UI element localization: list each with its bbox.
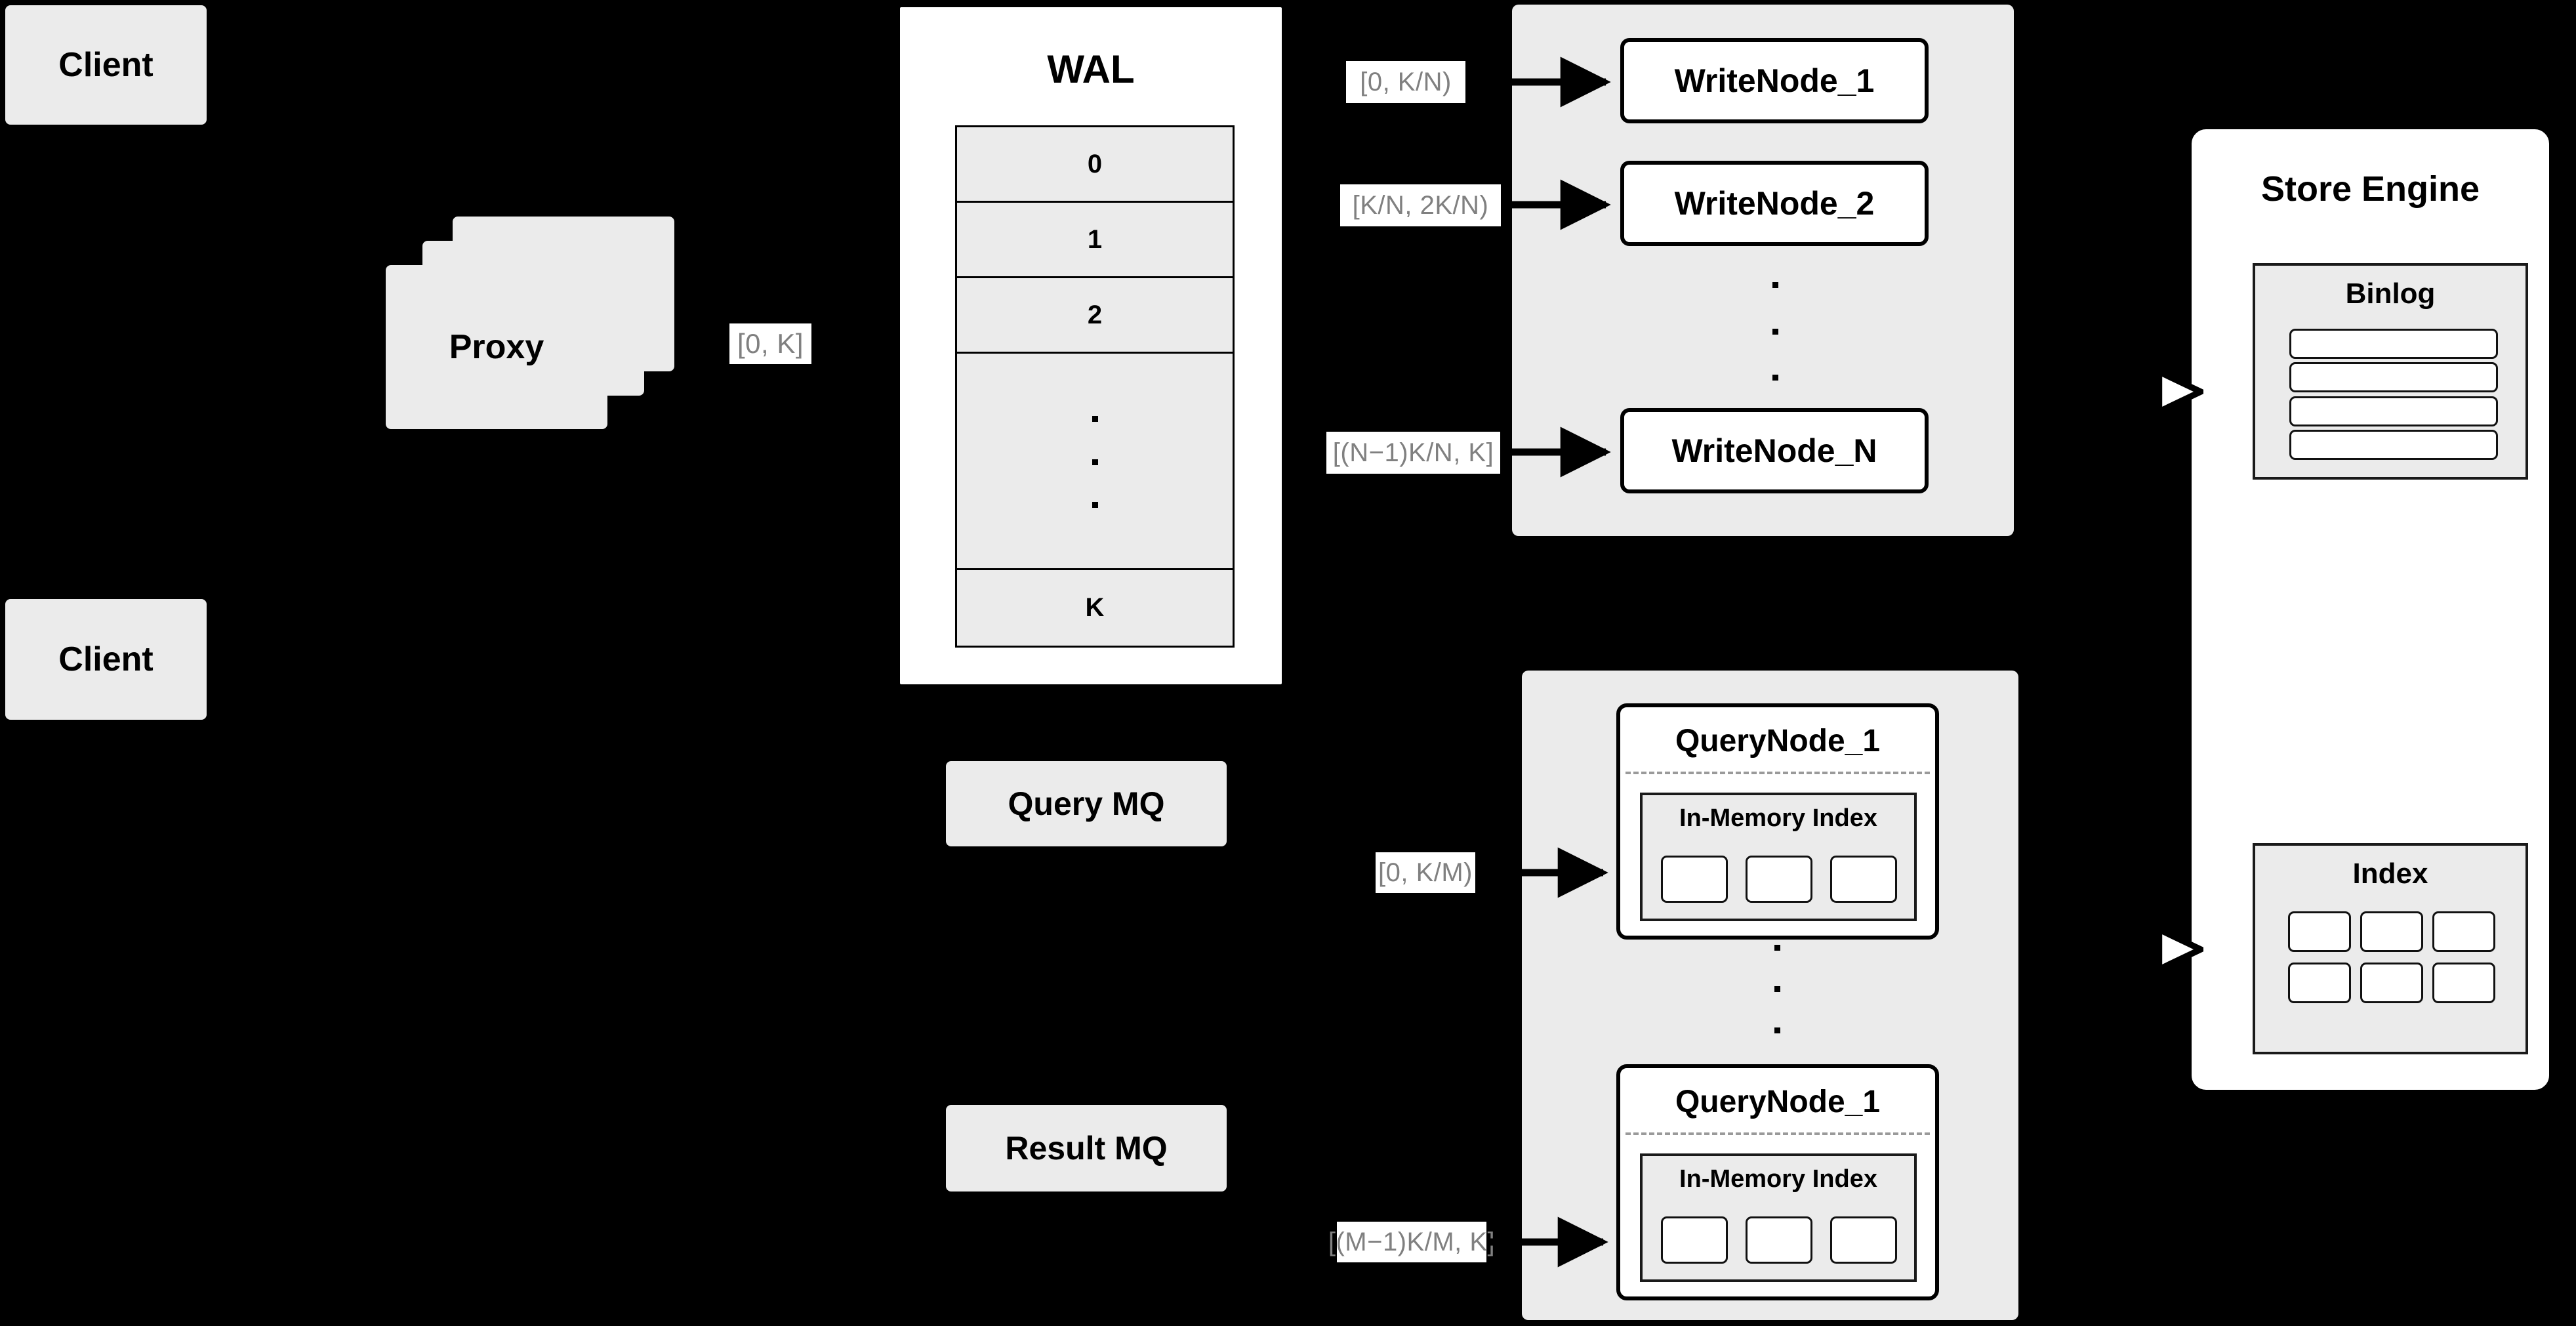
- write-node-2-label: WriteNode_2: [1674, 185, 1875, 222]
- dot: [1092, 416, 1098, 422]
- index-cell[interactable]: [2288, 911, 2351, 952]
- wal-panel: WAL 0 1 2 K: [897, 5, 1284, 687]
- write-range-label-2: [K/N, 2K/N): [1340, 184, 1501, 226]
- query-node-2[interactable]: QueryNode_1 In-Memory Index: [1616, 1064, 1939, 1300]
- query-node-1-index-title: In-Memory Index: [1679, 804, 1877, 832]
- client-label-2: Client: [58, 640, 153, 678]
- binlog-bar[interactable]: [2289, 396, 2498, 426]
- wal-row-ellipsis: [957, 354, 1233, 570]
- write-range-label-1: [0, K/N): [1346, 61, 1465, 103]
- index-cell[interactable]: [1830, 856, 1897, 903]
- dot: [1092, 502, 1098, 508]
- index-cell[interactable]: [1746, 1216, 1812, 1264]
- write-node-1[interactable]: WriteNode_1: [1620, 38, 1929, 123]
- dot: [1774, 945, 1780, 951]
- index-cell[interactable]: [2432, 911, 2495, 952]
- query-node-2-index-title: In-Memory Index: [1679, 1165, 1877, 1193]
- client-box-2[interactable]: Client: [5, 599, 207, 720]
- store-engine-title: Store Engine: [2260, 169, 2480, 209]
- index-cell[interactable]: [2360, 911, 2423, 952]
- dot: [1772, 328, 1778, 335]
- index-cell[interactable]: [1661, 856, 1728, 903]
- query-range-text-1: [0, K/M): [1378, 858, 1473, 887]
- index-cell[interactable]: [1830, 1216, 1897, 1264]
- wal-row-2[interactable]: 2: [957, 278, 1233, 354]
- store-index-title: Index: [2352, 858, 2428, 890]
- query-node-1-index-cells: [1661, 856, 1897, 903]
- wal-entry-label-2: 2: [1087, 300, 1103, 329]
- wal-vertical-ellipsis-icon: [1092, 416, 1098, 508]
- binlog-bar[interactable]: [2289, 429, 2498, 460]
- query-node-2-separator: [1625, 1132, 1930, 1135]
- proxy-box[interactable]: Proxy: [386, 265, 607, 429]
- query-mq-box[interactable]: Query MQ: [946, 761, 1227, 846]
- write-node-2[interactable]: WriteNode_2: [1620, 161, 1929, 246]
- write-range-text-2: [K/N, 2K/N): [1352, 190, 1489, 220]
- client-box-1[interactable]: Client: [5, 5, 207, 125]
- wal-entry-label-k: K: [1085, 593, 1105, 622]
- write-node-n-label: WriteNode_N: [1671, 432, 1877, 469]
- dot: [1772, 375, 1778, 381]
- binlog-bars: [2289, 329, 2498, 460]
- binlog-title: Binlog: [2345, 278, 2436, 310]
- query-range-label-1: [0, K/M): [1376, 852, 1475, 893]
- index-cell[interactable]: [2432, 963, 2495, 1003]
- store-engine-panel: Store Engine Binlog Index: [2189, 127, 2552, 1092]
- binlog-bar[interactable]: [2289, 362, 2498, 393]
- result-mq-box[interactable]: Result MQ: [946, 1105, 1227, 1191]
- dot: [1772, 282, 1778, 288]
- write-cluster-vertical-ellipsis-icon: [1772, 282, 1778, 381]
- index-cell[interactable]: [2288, 963, 2351, 1003]
- store-index-grid: [2288, 911, 2498, 1029]
- query-range-label-2: [(M−1)K/M, K]: [1328, 1222, 1495, 1262]
- write-node-n[interactable]: WriteNode_N: [1620, 408, 1929, 493]
- wal-row-k[interactable]: K: [957, 570, 1233, 646]
- binlog-panel: Binlog: [2253, 263, 2528, 480]
- query-range-text-2: [(M−1)K/M, K]: [1328, 1227, 1496, 1256]
- index-cell[interactable]: [1661, 1216, 1728, 1264]
- query-node-1-separator: [1625, 772, 1930, 774]
- proxy-range-label: [0, K]: [729, 323, 811, 364]
- result-mq-label: Result MQ: [1005, 1130, 1168, 1167]
- query-node-1-inmemory-index-panel: In-Memory Index: [1640, 793, 1917, 921]
- write-node-1-label: WriteNode_1: [1674, 62, 1875, 99]
- wal-entries-table: 0 1 2 K: [955, 125, 1235, 648]
- store-index-panel: Index: [2253, 843, 2528, 1054]
- write-range-text-n: [(N−1)K/N, K]: [1332, 438, 1494, 467]
- query-node-2-index-cells: [1661, 1216, 1897, 1264]
- query-node-2-label: QueryNode_1: [1675, 1085, 1881, 1119]
- dot: [1092, 459, 1098, 465]
- index-cell[interactable]: [2360, 963, 2423, 1003]
- query-node-1-label: QueryNode_1: [1675, 724, 1881, 758]
- wal-entry-label-1: 1: [1087, 224, 1103, 254]
- query-node-1[interactable]: QueryNode_1 In-Memory Index: [1616, 703, 1939, 940]
- wal-entry-label-0: 0: [1087, 149, 1103, 178]
- proxy-range-text: [0, K]: [737, 328, 804, 359]
- query-mq-label: Query MQ: [1008, 785, 1165, 822]
- dot: [1774, 1027, 1780, 1033]
- wal-title: WAL: [1047, 47, 1135, 91]
- binlog-bar[interactable]: [2289, 329, 2498, 359]
- write-range-text-1: [0, K/N): [1360, 67, 1452, 96]
- query-cluster-vertical-ellipsis-icon: [1774, 945, 1780, 1033]
- wal-row-1[interactable]: 1: [957, 203, 1233, 278]
- wal-row-0[interactable]: 0: [957, 127, 1233, 203]
- query-node-2-inmemory-index-panel: In-Memory Index: [1640, 1153, 1917, 1282]
- write-range-label-n: [(N−1)K/N, K]: [1326, 432, 1500, 474]
- dot: [1774, 986, 1780, 992]
- index-cell[interactable]: [1746, 856, 1812, 903]
- proxy-label: Proxy: [449, 328, 544, 366]
- client-label-1: Client: [58, 46, 153, 84]
